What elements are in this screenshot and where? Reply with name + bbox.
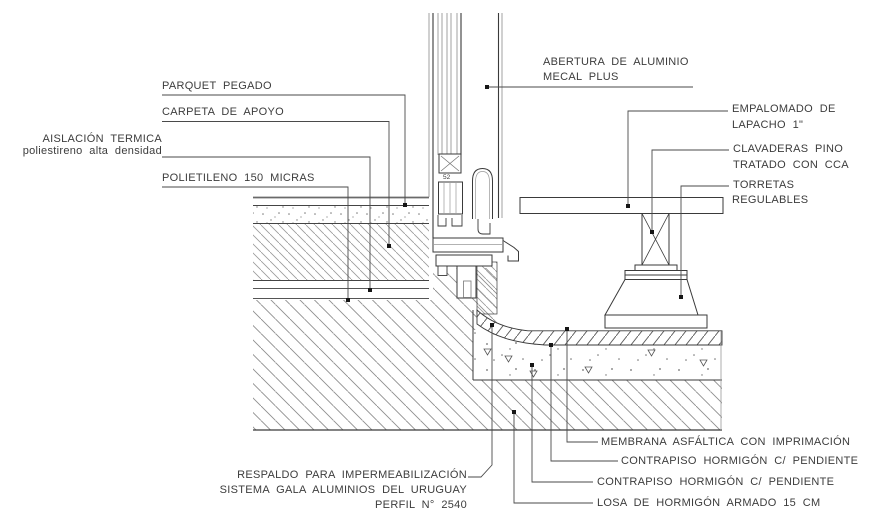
label-losa-hormigon: LOSA DE HORMIGÓN ARMADO 15 CM — [597, 497, 821, 509]
deck-structure — [519, 197, 724, 329]
aggregate-symbols — [483, 348, 708, 378]
track-hooks — [437, 215, 463, 227]
interior-floor-layers — [253, 196, 722, 430]
glazing-size-mark: 52 — [443, 174, 451, 181]
label-membrana-asfaltica: MEMBRANA ASFÁLTICA CON IMPRIMACIÓN — [601, 436, 851, 448]
sill-nose — [502, 240, 519, 262]
label-mecal-plus: MECAL PLUS — [543, 71, 619, 83]
deck-plank — [519, 197, 724, 214]
adjustable-pedestal — [604, 264, 708, 329]
aluminium-window-section — [428, 13, 519, 299]
label-clavaderas-pino: CLAVADERAS PINO — [733, 143, 844, 155]
label-torretas: TORRETAS — [733, 179, 795, 191]
label-abertura-aluminio: ABERTURA DE ALUMINIO — [543, 56, 689, 68]
glazing-pocket — [438, 153, 462, 174]
label-empalomado: EMPALOMADO DE — [732, 103, 836, 115]
label-lapacho: LAPACHO 1" — [732, 119, 804, 131]
drainage-channel — [456, 265, 477, 299]
membrane-upstand — [476, 261, 498, 315]
sash-bottom-rail — [438, 181, 463, 215]
label-polietileno: POLIETILENO 150 MICRAS — [162, 172, 315, 184]
slab-edges — [253, 310, 722, 431]
label-regulables: REGULABLES — [732, 194, 809, 206]
label-parquet-pegado: PARQUET PEGADO — [162, 80, 272, 92]
label-contrapiso-2: CONTRAPISO HORMIGÓN C/ PENDIENTE — [597, 476, 835, 488]
glass-unit — [428, 13, 462, 238]
threshold-profile — [432, 237, 519, 299]
exterior-contrapiso — [473, 322, 722, 380]
asphalt-membrane — [476, 308, 723, 346]
leader-lines — [162, 86, 729, 504]
label-poliestireno: poliestireno alta densidad — [22, 145, 162, 157]
label-contrapiso-1: CONTRAPISO HORMIGÓN C/ PENDIENTE — [621, 455, 859, 467]
leader-dots — [346, 85, 683, 414]
label-tratado-cca: TRATADO CON CCA — [733, 159, 849, 171]
joist-cross-brace — [641, 213, 670, 266]
frame-handle-profile — [472, 167, 493, 235]
label-sistema-gala: SISTEMA GALA ALUMINIOS DEL URUGUAY — [219, 484, 467, 496]
label-respaldo-impermeabilizacion: RESPALDO PARA IMPERMEABILIZACIÓN — [237, 469, 467, 481]
label-aislacion-termica: AISLACIÓN TERMICA — [42, 133, 162, 145]
label-carpeta-de-apoyo: CARPETA DE APOYO — [162, 106, 284, 118]
label-perfil-2540: PERFIL N° 2540 — [375, 499, 467, 511]
